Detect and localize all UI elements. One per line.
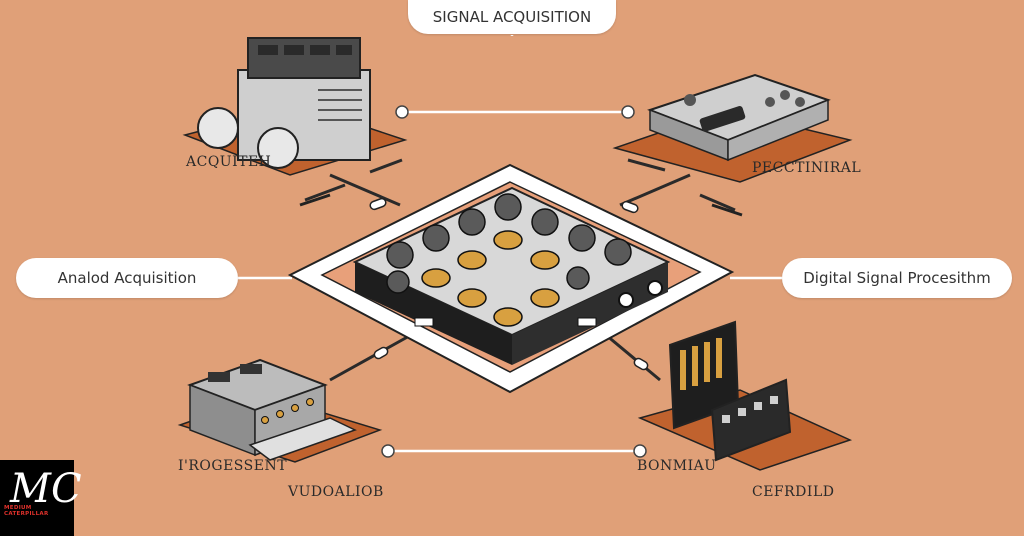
analog-acquisition-callout: Analod Acquisition bbox=[16, 258, 238, 298]
label-bonmiau: BONMIAU bbox=[637, 458, 717, 474]
peripheral-device bbox=[612, 73, 853, 183]
connector-lines bbox=[238, 35, 782, 453]
label-progessent: I'ROGESSENT bbox=[178, 458, 288, 474]
logo-subtext: MEDIUM CATERPILLAR bbox=[4, 505, 49, 517]
logo-mark: MC bbox=[10, 466, 82, 512]
processing-unit bbox=[177, 358, 383, 463]
analog-acquisition-text: Analod Acquisition bbox=[57, 269, 197, 287]
label-acquiteh: ACQUITEH bbox=[186, 154, 272, 170]
signal-acquisition-text: SIGNAL ACQUISITION bbox=[432, 8, 592, 26]
dash-marks bbox=[299, 193, 743, 217]
central-processor-board bbox=[287, 163, 735, 394]
cable-connectors bbox=[369, 197, 649, 371]
acquisition-device bbox=[182, 37, 408, 176]
signal-acquisition-callout: SIGNAL ACQUISITION bbox=[408, 0, 616, 34]
brand-logo: MC MEDIUM CATERPILLAR bbox=[0, 460, 82, 536]
label-vudoaliob: VUDOALIOB bbox=[288, 484, 384, 500]
connector-dots bbox=[381, 105, 647, 458]
digital-signal-callout: Digital Signal Procesithm bbox=[782, 258, 1012, 298]
board-device bbox=[637, 320, 853, 471]
label-pecctiniral: PECCTINIRAL bbox=[752, 160, 862, 176]
digital-signal-text: Digital Signal Procesithm bbox=[803, 269, 991, 287]
label-cefrdild: CEFRDILD bbox=[752, 484, 835, 500]
